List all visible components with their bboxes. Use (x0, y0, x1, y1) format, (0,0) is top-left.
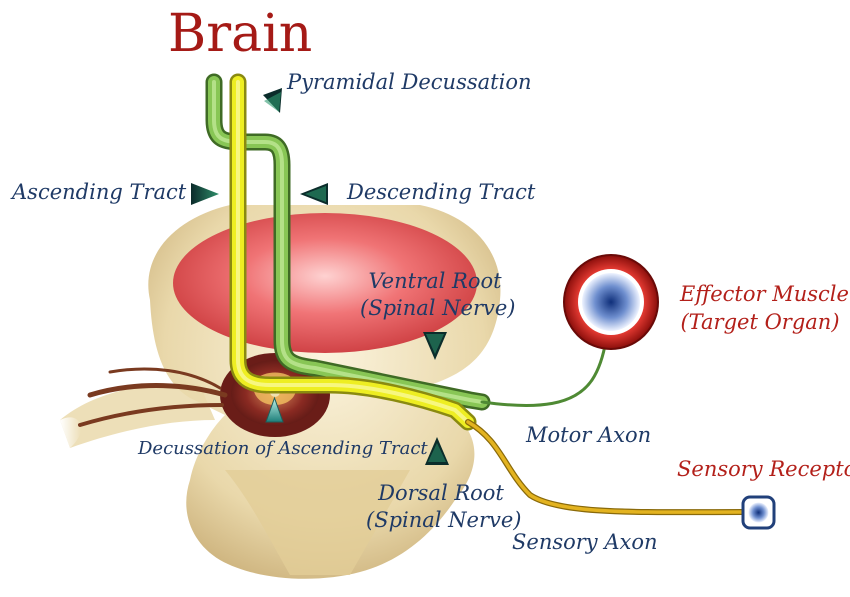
label-dorsal-root-line2: (Spinal Nerve) (366, 507, 516, 534)
label-ventral-root-line1: Ventral Root (360, 268, 510, 295)
label-sensory-axon: Sensory Axon (512, 530, 658, 554)
effector-muscle-icon (564, 255, 658, 349)
label-effector-muscle: Effector Muscle (Target Organ) (680, 280, 840, 336)
label-ventral-root-line2: (Spinal Nerve) (360, 295, 510, 322)
sensory-receptor-icon (743, 497, 774, 528)
label-motor-axon: Motor Axon (526, 423, 651, 447)
label-effector-line2: (Target Organ) (680, 308, 840, 336)
label-sensory-receptor: Sensory Receptor (677, 457, 850, 481)
diagram-title: Brain (168, 4, 312, 64)
label-pyramidal-decussation: Pyramidal Decussation (287, 70, 531, 94)
label-ascending-tract: Ascending Tract (12, 180, 186, 204)
label-descending-tract: Descending Tract (347, 180, 535, 204)
label-dorsal-root-line1: Dorsal Root (366, 480, 516, 507)
arrow-marker-icon (263, 88, 282, 113)
arrow-marker-icon (300, 183, 328, 205)
label-effector-line1: Effector Muscle (680, 280, 840, 308)
label-decussation-ascending-tract: Decussation of Ascending Tract (138, 438, 428, 459)
label-ventral-root: Ventral Root (Spinal Nerve) (360, 268, 510, 322)
label-dorsal-root: Dorsal Root (Spinal Nerve) (366, 480, 516, 534)
motor-axon-line (482, 340, 606, 406)
arrow-marker-icon (191, 183, 219, 205)
